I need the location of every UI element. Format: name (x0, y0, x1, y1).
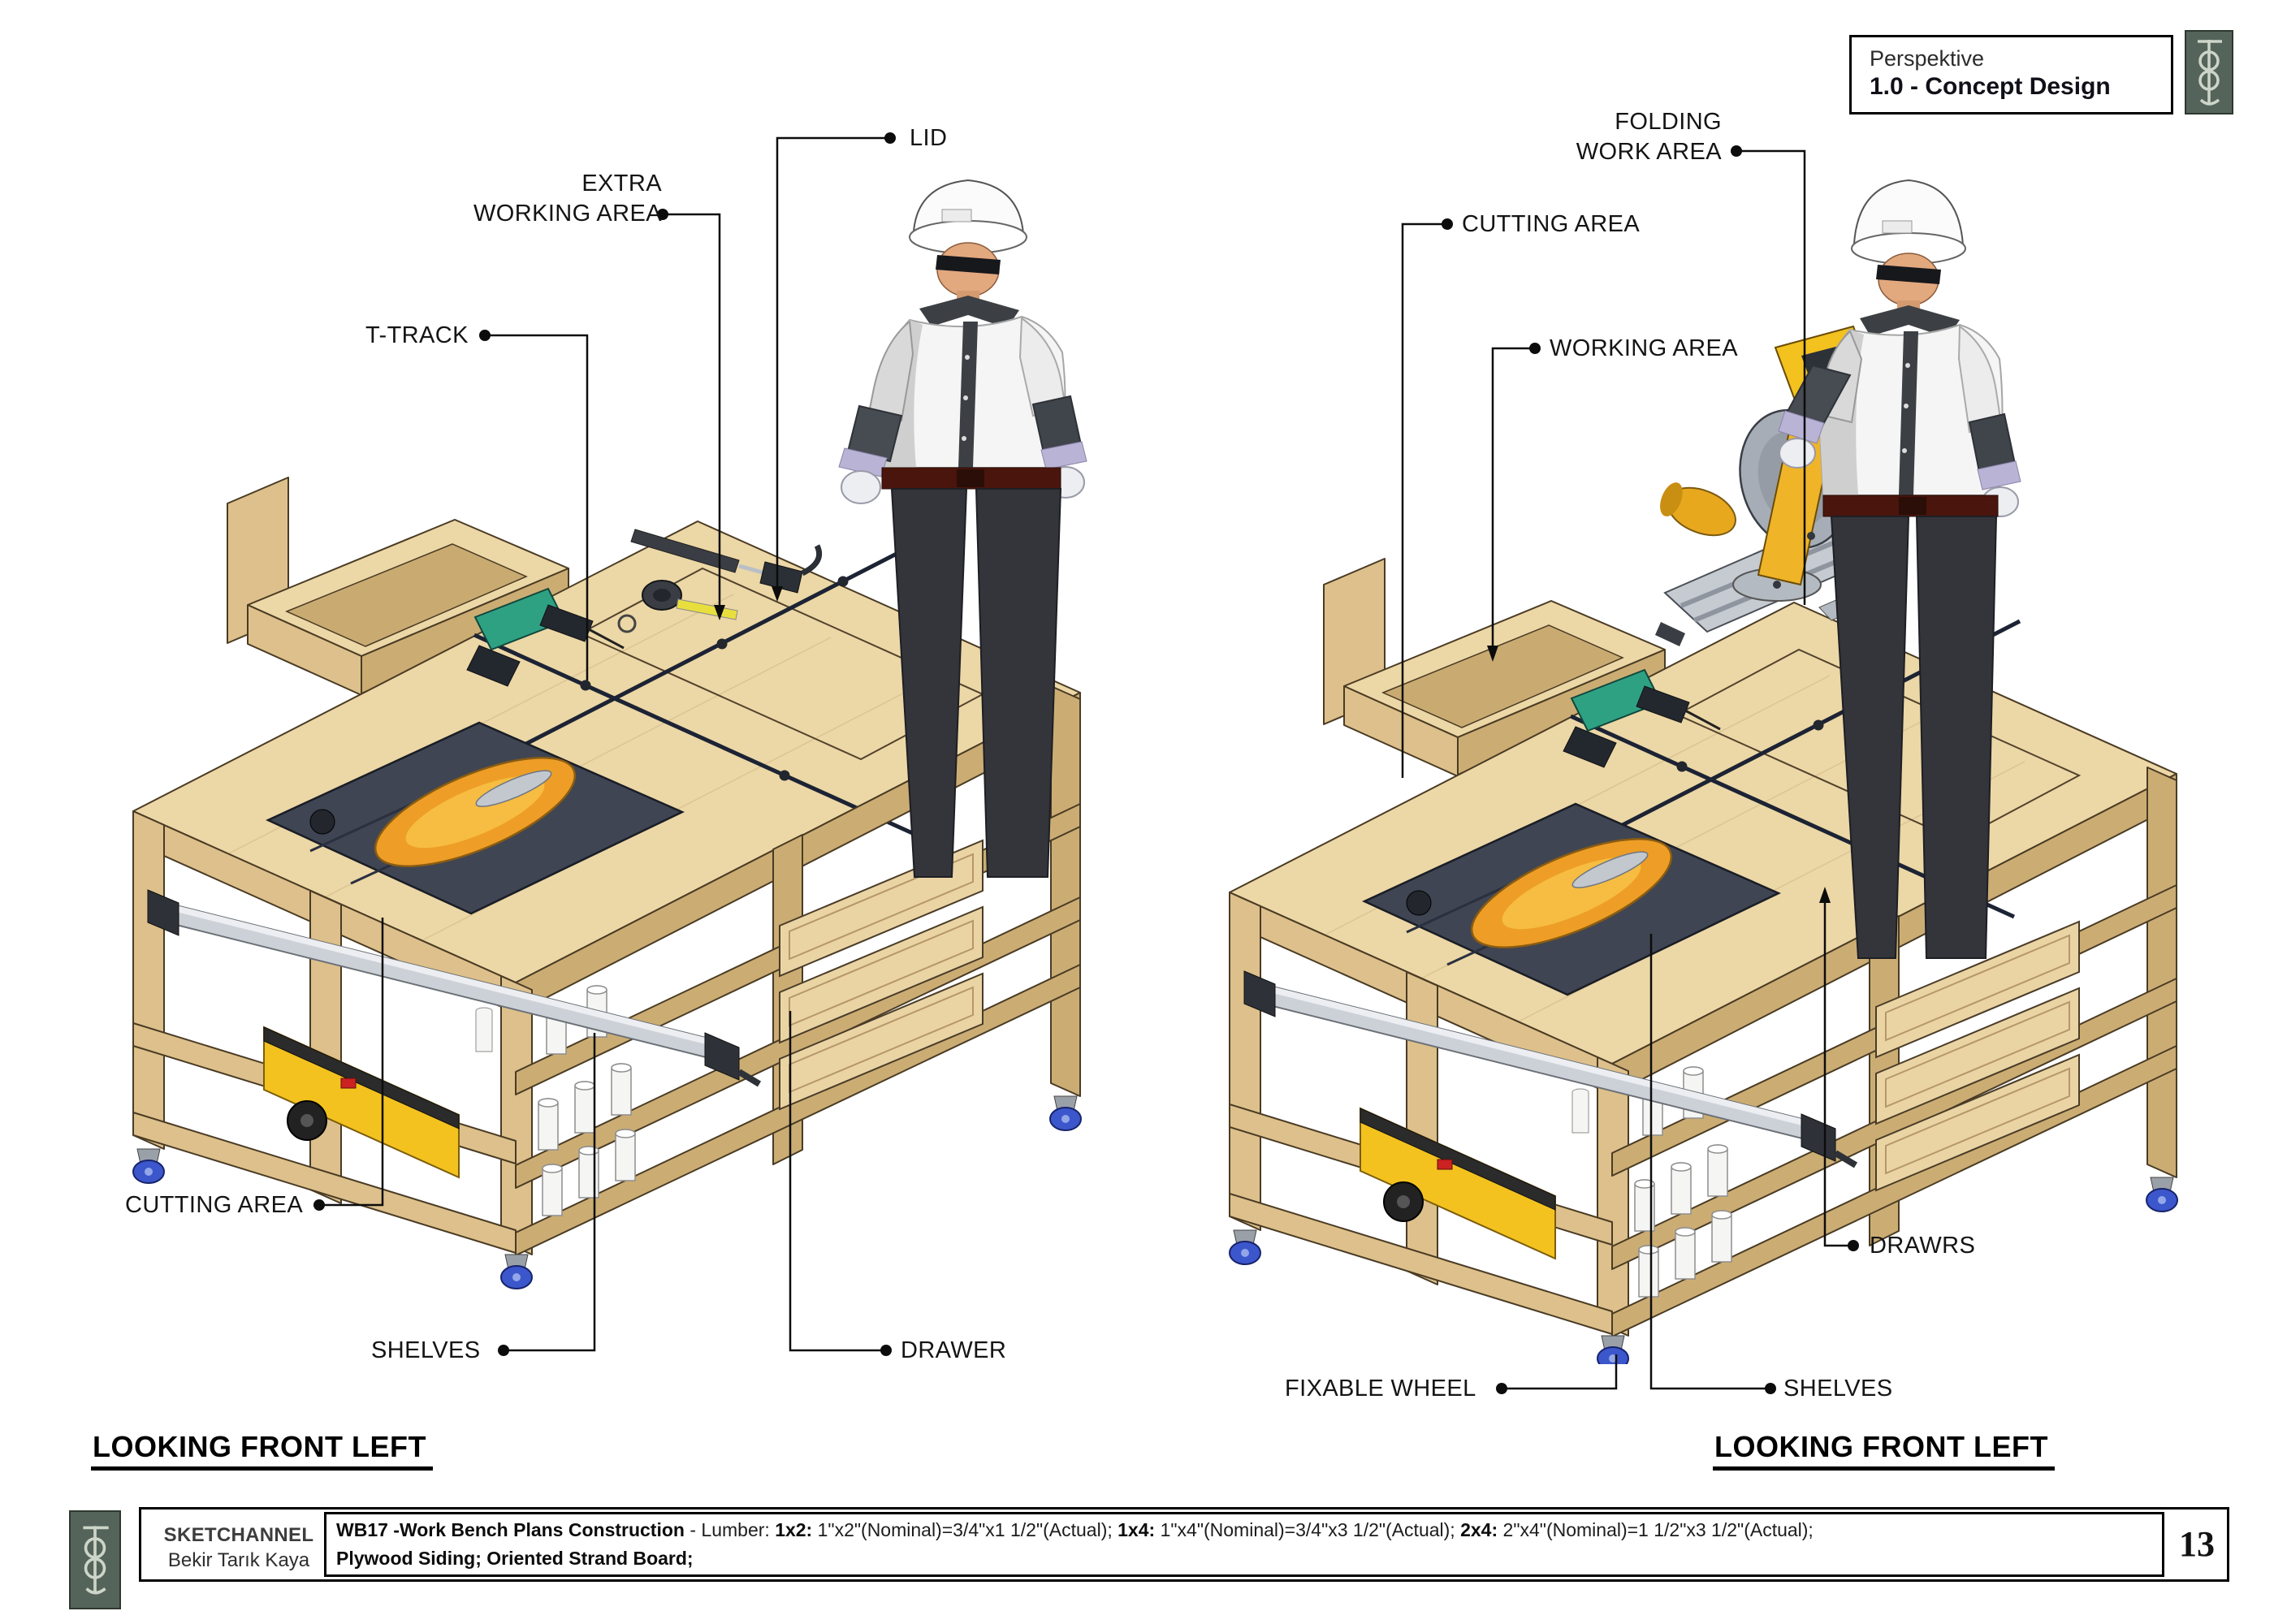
caption-right-view: LOOKING FRONT LEFT (1713, 1430, 2055, 1471)
spec-line-1: WB17 -Work Bench Plans Construction - Lu… (336, 1519, 1814, 1540)
workbench-right (1229, 325, 2178, 1364)
workbench-illustration-left (132, 179, 1087, 1289)
label-drawrs: DRAWRS (1870, 1233, 1976, 1259)
label-drawer: DRAWER (901, 1337, 1007, 1363)
page-number: 13 (2179, 1524, 2215, 1564)
studio-name: SKETCHANNEL (163, 1524, 314, 1546)
spec-line-2: Plywood Siding; Oriented Strand Board; (336, 1548, 694, 1569)
workbench-illustration-right (1229, 179, 2178, 1364)
label-working-area: WORKING AREA (1550, 335, 1738, 361)
fence-rail (147, 889, 762, 1087)
label-folding-work-area: FOLDING WORK AREA (1576, 109, 1722, 165)
sketchannel-logo (2185, 30, 2233, 114)
brand-block: SKETCHANNEL Bekir Tarık Kaya (159, 1523, 318, 1574)
drawing-title-block: Perspektive 1.0 - Concept Design (1849, 35, 2173, 114)
author-name: Bekir Tarık Kaya (167, 1549, 310, 1571)
table-saw-body (263, 1007, 493, 1179)
label-shelves-left: SHELVES (371, 1337, 481, 1363)
sketchannel-monogram-icon (2198, 40, 2222, 106)
label-cutting-area-left: CUTTING AREA (125, 1192, 304, 1218)
sketchannel-logo-footer (69, 1510, 121, 1609)
label-cutting-area-right: CUTTING AREA (1462, 211, 1641, 237)
lid-outline (578, 567, 985, 761)
project-spec-box: WB17 -Work Bench Plans Construction - Lu… (324, 1512, 2164, 1577)
table-saw-body (1360, 1088, 1589, 1260)
cordless-drill (1563, 668, 1721, 768)
caption-left-view: LOOKING FRONT LEFT (91, 1430, 433, 1471)
caster-wheels (1229, 1177, 2178, 1364)
label-lid: LID (910, 125, 948, 151)
worker-figure-right (1778, 179, 2021, 959)
table-saw (1362, 802, 1781, 996)
label-fixable-wheel: FIXABLE WHEEL (1285, 1376, 1476, 1402)
phase-label: 1.0 - Concept Design (1870, 73, 2111, 100)
label-extra-working-area: EXTRA WORKING AREA (473, 171, 662, 227)
drawer-stack (1875, 920, 2080, 1192)
label-shelves-right: SHELVES (1783, 1376, 1893, 1402)
view-type-label: Perspektive (1870, 46, 1985, 71)
table-saw (266, 721, 685, 915)
label-t-track: T-TRACK (365, 322, 469, 348)
sketchannel-monogram-icon (83, 1526, 109, 1595)
